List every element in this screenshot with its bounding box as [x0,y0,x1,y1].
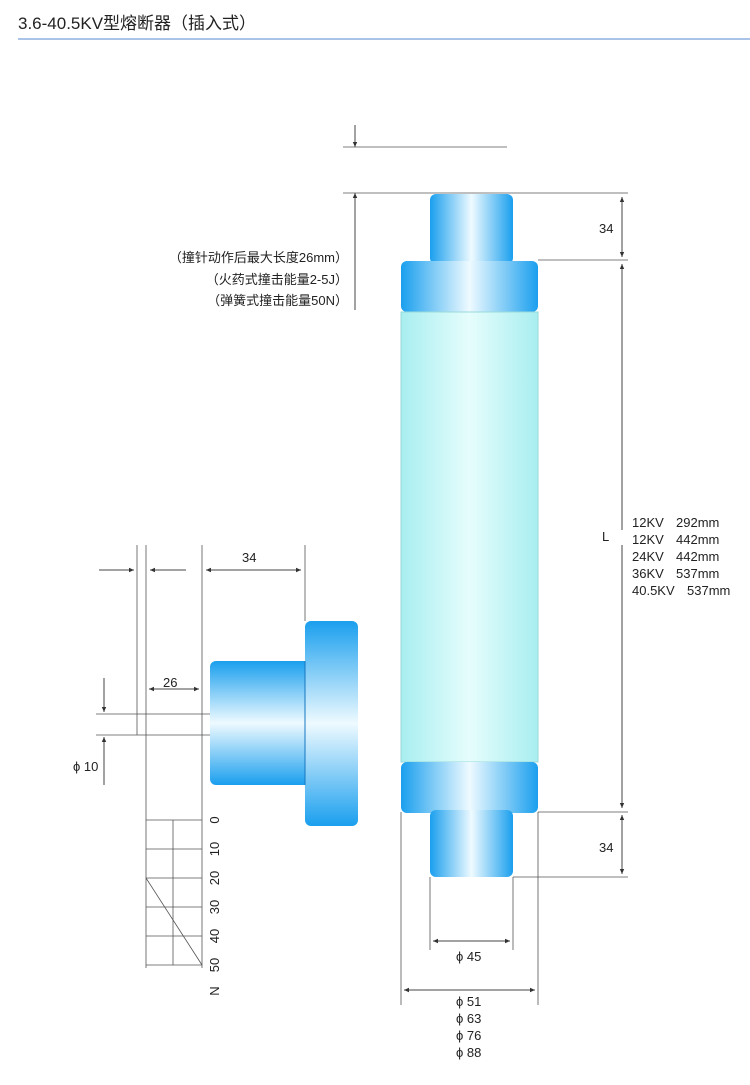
length-voltage: 36KV [632,566,664,581]
outer-diameter: ϕ 88 [456,1045,481,1060]
bottom-cap-dim: 34 [599,840,613,855]
striker-dimension [343,125,628,310]
length-voltage: 40.5KV [632,583,675,598]
force-scale-grid [145,819,203,966]
outer-diameter: ϕ 51 [456,994,481,1009]
length-value: 537mm [687,583,730,598]
right-dimensions [513,197,628,878]
length-value: 537mm [676,566,719,581]
detail-width-dim: 34 [242,550,256,565]
scale-tick: 30 [207,900,222,914]
scale-tick: 40 [207,929,222,943]
striker-detail-view [96,545,358,968]
detail-cap [210,661,310,785]
note-striker-length: （撞针动作后最大长度26mm） [169,250,348,265]
outer-diameter: ϕ 76 [456,1028,481,1043]
fuse-main-view [400,194,539,877]
length-value: 442mm [676,549,719,564]
bottom-cap [430,810,513,877]
detail-flange [305,621,358,826]
length-value: 442mm [676,532,719,547]
page-title: 3.6-40.5KV型熔断器（插入式） [18,14,257,33]
top-cap [430,194,513,264]
striker-travel-dim: 26 [163,675,177,690]
top-flange [401,261,538,312]
scale-tick: 0 [207,816,222,823]
title-divider [18,38,750,40]
top-cap-dim: 34 [599,221,613,236]
scale-unit: N [207,986,222,995]
scale-tick: 50 [207,958,222,972]
length-table: 12KV 292mm 12KV 442mm 24KV 442mm 36KV 53… [632,515,730,598]
fuse-body [400,311,539,763]
note-powder-energy: （火药式撞击能量2-5J） [206,272,348,287]
inner-diameter: ϕ 45 [456,949,481,964]
diameter-dimensions [400,812,539,1005]
length-dim: L [602,529,609,544]
length-value: 292mm [676,515,719,530]
length-voltage: 12KV [632,515,664,530]
note-spring-energy: （弹簧式撞击能量50N） [207,293,348,308]
length-voltage: 12KV [632,532,664,547]
scale-tick: 10 [207,842,222,856]
outer-diameter: ϕ 63 [456,1011,481,1026]
striker-diameter-dim: ϕ 10 [73,759,98,774]
scale-tick: 20 [207,871,222,885]
length-voltage: 24KV [632,549,664,564]
bottom-flange [401,762,538,813]
